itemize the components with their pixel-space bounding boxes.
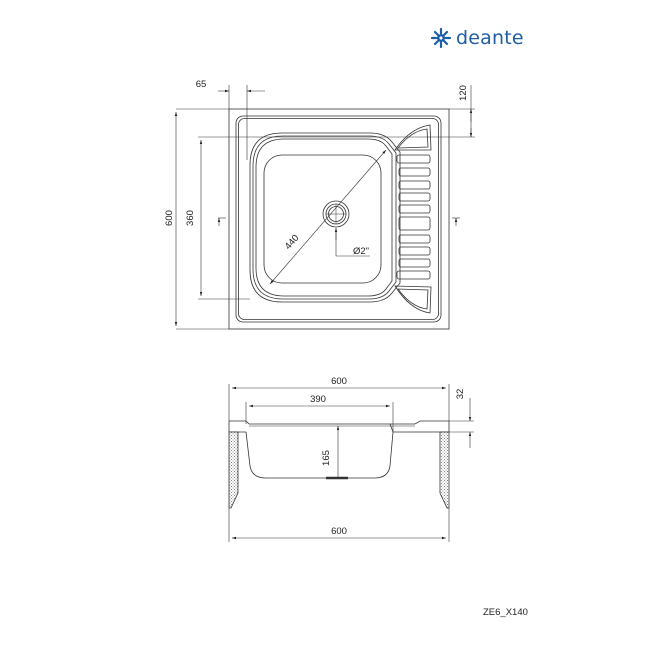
side-view (228, 420, 450, 509)
dim-drain-diameter: Ø2" (353, 246, 369, 257)
top-view-dimensions (174, 85, 475, 330)
brand-logo: deante (430, 27, 524, 49)
top-view (228, 108, 450, 330)
dim-bowl-offset-top: 120 (458, 85, 469, 101)
product-code: ZE6_X140 (483, 607, 528, 618)
dim-side-bowl-width: 390 (310, 394, 326, 405)
dim-overall-height: 600 (164, 210, 175, 226)
sink-outline (228, 108, 450, 330)
dim-side-rim-height: 32 (455, 389, 466, 400)
brand-name: deante (456, 27, 524, 49)
dim-side-bowl-depth: 165 (321, 450, 332, 466)
dim-side-overall-width-bottom: 600 (331, 526, 347, 537)
dim-bowl-height: 360 (185, 210, 196, 226)
dim-bowl-diagonal: 440 (283, 233, 302, 252)
drainboard-grooves (394, 124, 432, 314)
dim-bowl-offset-left: 65 (196, 79, 207, 90)
dim-side-overall-width-top: 600 (331, 376, 347, 387)
deante-logo-icon (430, 27, 452, 49)
side-view-dimensions (228, 384, 474, 542)
